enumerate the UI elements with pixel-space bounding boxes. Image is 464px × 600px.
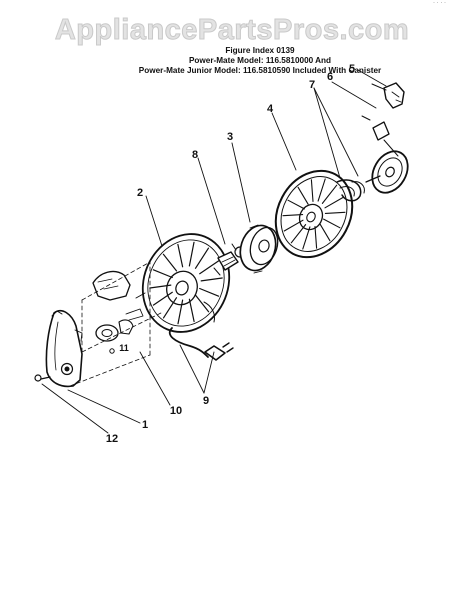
- reel-spoke: [188, 241, 195, 267]
- reel-spoke: [177, 299, 184, 325]
- callout-11: 11: [119, 343, 129, 353]
- header-line-2: Power-Mate Model: 116.5810000 And: [188, 56, 332, 65]
- assembly-guides: [69, 261, 164, 387]
- callout-4: 4: [267, 103, 274, 115]
- reel-spoke: [297, 186, 309, 205]
- reel-spoke: [324, 211, 346, 214]
- part-rear-plate: [141, 233, 231, 333]
- reel-spoke: [319, 223, 331, 242]
- reel-spoke: [162, 297, 178, 319]
- reel-spoke: [302, 226, 311, 250]
- reel-spoke: [321, 184, 338, 204]
- part-reel: [274, 169, 354, 259]
- part-springs: [336, 179, 365, 202]
- header-line-1: Figure Index 0139: [225, 46, 295, 55]
- reel-spoke: [199, 287, 220, 297]
- reel-spoke: [310, 179, 314, 202]
- part-clip: [371, 82, 405, 109]
- callout-9: 9: [203, 395, 209, 407]
- callout-7: 7: [309, 79, 315, 91]
- callout-1: 1: [142, 419, 148, 431]
- reel-spoke: [152, 291, 173, 306]
- callout-10: 10: [170, 405, 182, 417]
- part-pulley: [361, 115, 409, 194]
- reel-spoke: [199, 260, 220, 275]
- callout-6: 6: [327, 71, 333, 83]
- callout-2: 2: [137, 187, 143, 199]
- reel-spoke: [188, 298, 195, 323]
- callout-5: 5: [349, 63, 355, 75]
- leader-lines: [41, 69, 387, 434]
- callout-12: 12: [106, 433, 118, 445]
- reel-spoke: [323, 218, 341, 229]
- part-bracket-assembly: [92, 270, 146, 354]
- reel-spoke: [194, 247, 210, 269]
- corner-mark: · · · ·: [433, 0, 446, 6]
- part-housing-bracket: [45, 310, 83, 388]
- reel-spoke: [317, 178, 326, 202]
- watermark: AppliancePartsPros.com: [54, 14, 410, 47]
- reel-spoke: [314, 226, 318, 249]
- reel-spoke: [162, 253, 178, 272]
- reel-spoke: [152, 269, 173, 279]
- part-hub: [239, 224, 279, 274]
- header-line-3: Power-Mate Junior Model: 116.5810590 Inc…: [138, 66, 382, 75]
- part-screw: [34, 374, 51, 382]
- reel-spoke: [282, 214, 304, 217]
- callout-8: 8: [192, 149, 198, 161]
- reel-spoke: [194, 294, 210, 313]
- reel-spoke: [324, 196, 345, 209]
- reel-spoke: [200, 277, 223, 282]
- reel-spoke: [177, 243, 184, 268]
- reel-spoke: [287, 199, 305, 210]
- callout-3: 3: [227, 131, 233, 143]
